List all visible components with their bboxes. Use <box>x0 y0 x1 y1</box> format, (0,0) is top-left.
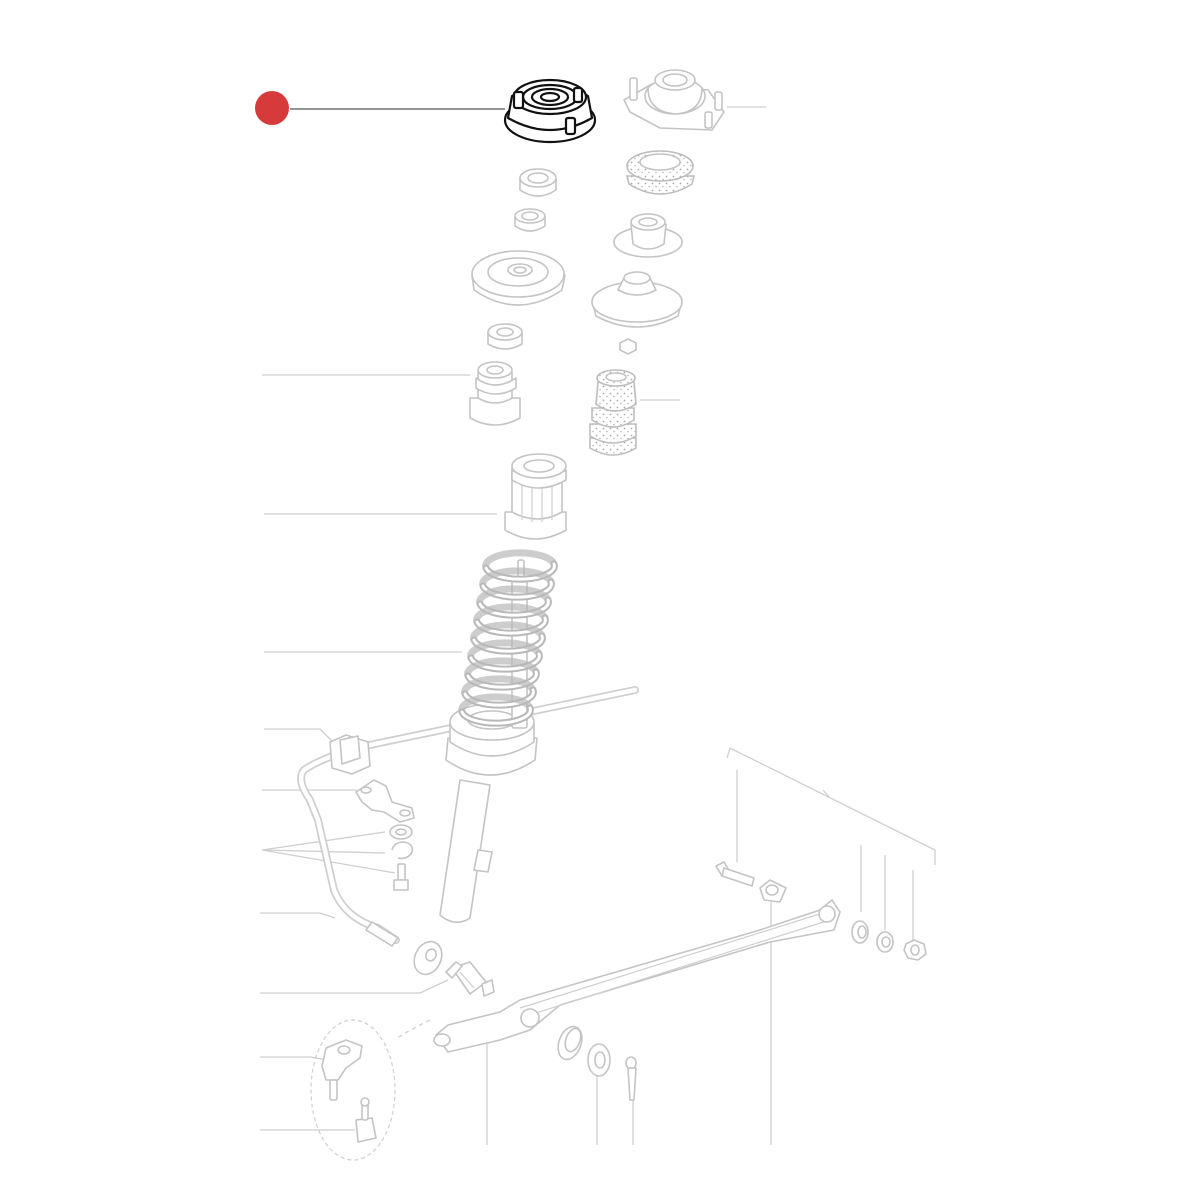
arm-bush[interactable] <box>759 879 787 903</box>
split-pin[interactable] <box>625 1056 637 1101</box>
ball-joint[interactable] <box>321 1039 363 1101</box>
rubber-washer[interactable] <box>409 937 447 979</box>
spring-coil-back <box>458 693 534 716</box>
spring-coil-back <box>473 603 549 626</box>
castle-nut[interactable] <box>587 1043 611 1077</box>
bump-stop-nut[interactable] <box>487 323 637 355</box>
dust-boot[interactable] <box>504 453 567 540</box>
tie-rod-bushing[interactable] <box>445 961 495 997</box>
flat-washer[interactable] <box>851 920 869 944</box>
strut-top-mount[interactable] <box>503 78 597 144</box>
trailing-rod-bush[interactable] <box>554 1023 586 1062</box>
spring-coil-back <box>482 549 558 572</box>
spring-coil-highlight <box>460 706 532 725</box>
anti-roll-bar[interactable] <box>297 686 639 947</box>
spring-coil-back <box>467 639 543 662</box>
anti-roll-bar-bushing[interactable] <box>329 734 371 775</box>
track-control-arm[interactable] <box>433 899 841 1053</box>
spring-coil-back <box>470 621 546 644</box>
spring-seat-plate[interactable] <box>471 250 566 306</box>
ball-joint-pin[interactable] <box>355 1097 377 1143</box>
part-callout[interactable] <box>255 91 505 125</box>
bearing-sleeve[interactable] <box>519 168 557 197</box>
leader-lines <box>260 106 936 1145</box>
spring-seat-insulator[interactable] <box>613 213 683 258</box>
bushing[interactable] <box>514 208 546 232</box>
spring-coil-back <box>479 567 555 590</box>
strut-top-mount-alt[interactable] <box>623 69 725 131</box>
ball-joint-group <box>310 1019 396 1161</box>
bushing-clamp[interactable] <box>355 779 415 823</box>
hex-nut[interactable] <box>903 939 927 961</box>
spring-coil-back <box>476 585 552 608</box>
bolt[interactable] <box>393 863 409 891</box>
highlight-marker[interactable] <box>255 91 289 125</box>
washer[interactable] <box>389 824 413 840</box>
spring-coil-back <box>464 657 540 680</box>
arm-bolt[interactable] <box>715 861 755 887</box>
coil-spring[interactable] <box>458 549 558 727</box>
spring-coil-back <box>461 675 537 698</box>
foam-bump-stop[interactable] <box>589 369 637 456</box>
bump-stop[interactable] <box>469 361 521 426</box>
foam-seal-ring[interactable] <box>625 150 696 195</box>
lower-spring-seat[interactable] <box>591 271 683 328</box>
spring-washer[interactable] <box>391 841 414 860</box>
lock-washer[interactable] <box>876 931 894 953</box>
